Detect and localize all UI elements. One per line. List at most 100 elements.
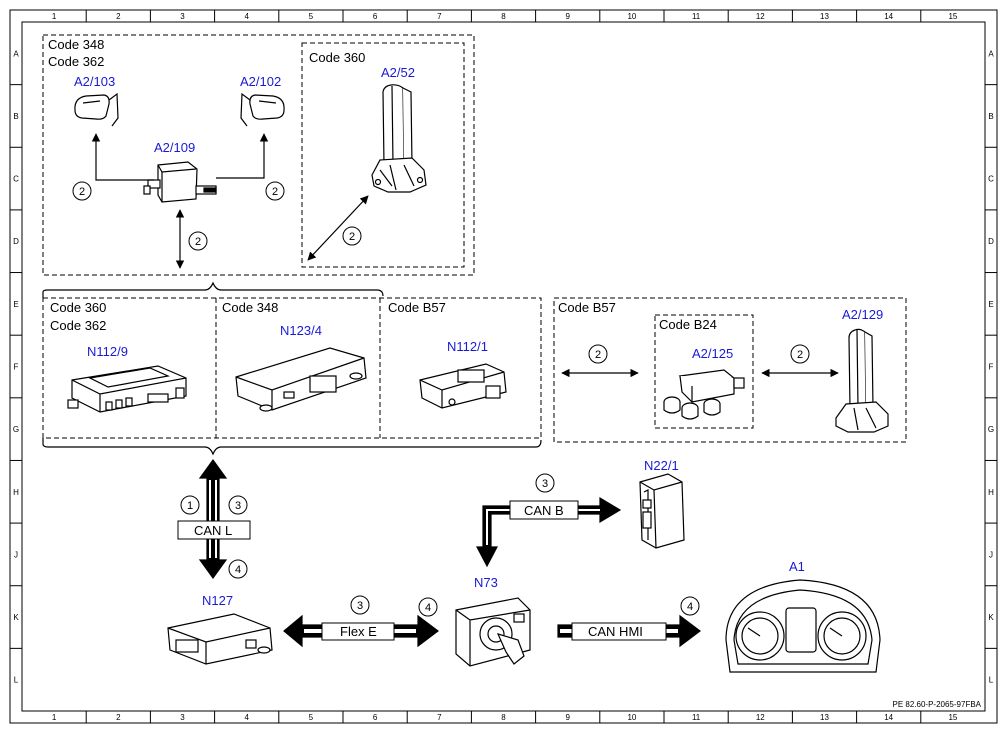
code-label: Code 360 <box>50 300 106 315</box>
bus-labels: CAN L CAN B Flex E CAN HMI <box>194 503 643 639</box>
code-label: Code B57 <box>388 300 446 315</box>
grid-label: 10 <box>627 713 636 722</box>
grid-label: H <box>988 488 994 497</box>
component-label-n127: N127 <box>202 593 233 608</box>
markers: 2 2 2 2 2 2 1 3 4 3 3 4 4 <box>72 181 810 617</box>
antenna-a2-125-drawing <box>663 369 745 420</box>
group-labels: Code 348 Code 362 Code 360 Code 360 Code… <box>48 37 717 333</box>
mirror-left-drawing <box>74 92 119 127</box>
braces <box>42 281 542 456</box>
grid-label: 9 <box>565 12 570 21</box>
component-label-n22-1: N22/1 <box>644 458 679 473</box>
grid-label: 4 <box>244 12 249 21</box>
grid-label: J <box>14 550 18 559</box>
component-label-a2-103: A2/103 <box>74 74 115 89</box>
grid-label: 4 <box>244 713 249 722</box>
bus-label-flex-e: Flex E <box>340 624 377 639</box>
bus-label-boxes <box>177 500 667 641</box>
marker-circle: 2 <box>188 231 208 251</box>
antenna-a2-52-drawing <box>371 84 427 193</box>
svg-text:4: 4 <box>687 601 693 613</box>
grid-label: E <box>13 300 18 309</box>
svg-text:4: 4 <box>425 602 431 614</box>
grid-label: 3 <box>180 12 185 21</box>
grid-label: 1 <box>52 12 57 21</box>
grid-label: 9 <box>565 713 570 722</box>
component-label-n73: N73 <box>474 575 498 590</box>
drawing-reference: PE 82.60-P-2065-97FBA <box>893 700 982 709</box>
grid-label: 5 <box>309 713 314 722</box>
grid-label: L <box>989 676 994 685</box>
grid-label: 14 <box>884 12 893 21</box>
grid-label: 3 <box>180 713 185 722</box>
svg-text:4: 4 <box>235 564 241 576</box>
grid-label: B <box>13 112 18 121</box>
code-label: Code 362 <box>48 54 104 69</box>
grid-label: A <box>988 49 994 58</box>
bus-label-can-hmi: CAN HMI <box>588 624 643 639</box>
marker-circle: 2 <box>588 344 608 364</box>
link-a2-109-a2-103 <box>91 133 154 181</box>
component-label-a2-102: A2/102 <box>240 74 281 89</box>
brace-bottom <box>42 438 542 456</box>
svg-text:2: 2 <box>349 231 355 243</box>
marker-circle: 4 <box>418 597 438 617</box>
grid-label: 6 <box>373 12 378 21</box>
drawing-frame: 1122334455667788991010111112121313141415… <box>9 9 998 724</box>
link-a2-109-a2-102 <box>216 133 269 179</box>
mirror-right-drawing <box>240 92 285 127</box>
grid-label: 6 <box>373 713 378 722</box>
module-n127-drawing <box>167 613 273 665</box>
grid-label: 11 <box>692 12 701 21</box>
grid-label: L <box>14 676 19 685</box>
module-n123-4-drawing <box>235 347 367 412</box>
grid-label: C <box>988 175 994 184</box>
grid-label: 8 <box>501 713 506 722</box>
svg-text:3: 3 <box>542 478 548 490</box>
bus-label-can-b: CAN B <box>524 503 564 518</box>
grid-label: 13 <box>820 713 829 722</box>
grid-label: B <box>988 112 993 121</box>
antenna-a2-129-drawing <box>835 328 889 433</box>
bus-label-can-l: CAN L <box>194 523 232 538</box>
marker-circle: 4 <box>680 596 700 616</box>
grid-label: C <box>13 175 19 184</box>
code-label: Code B57 <box>558 300 616 315</box>
grid-label: G <box>13 425 19 434</box>
grid-label: 14 <box>884 713 893 722</box>
grid-label: 15 <box>948 12 957 21</box>
grid-label: G <box>988 425 994 434</box>
code-label: Code 360 <box>309 50 365 65</box>
grid-label: 2 <box>116 713 121 722</box>
marker-circle: 2 <box>265 181 285 201</box>
grid-label: F <box>989 363 994 372</box>
code-label: Code 348 <box>48 37 104 52</box>
component-label-a2-129: A2/129 <box>842 307 883 322</box>
grid-label: 2 <box>116 12 121 21</box>
marker-circle: 1 <box>180 495 200 515</box>
grid-label: K <box>988 613 994 622</box>
component-label-n123-4: N123/4 <box>280 323 322 338</box>
group-box-code360 <box>301 42 465 268</box>
grid-label: F <box>14 363 19 372</box>
group-boxes <box>42 34 907 443</box>
grid-label: 10 <box>627 12 636 21</box>
module-n22-1-drawing <box>639 473 685 549</box>
marker-circle: 3 <box>228 495 248 515</box>
group-box-right <box>553 297 907 443</box>
marker-circle: 2 <box>790 344 810 364</box>
svg-text:2: 2 <box>797 349 803 361</box>
grid-label: D <box>13 237 19 246</box>
grid-label: D <box>988 237 994 246</box>
module-n112-1-drawing <box>419 363 507 409</box>
can-l-arrow <box>198 458 228 580</box>
component-label-n112-1: N112/1 <box>447 339 488 354</box>
grid-label: 11 <box>692 713 701 722</box>
grid-label: J <box>989 550 993 559</box>
svg-text:3: 3 <box>235 500 241 512</box>
marker-circle: 2 <box>72 181 92 201</box>
connections <box>91 133 839 378</box>
svg-text:2: 2 <box>595 349 601 361</box>
